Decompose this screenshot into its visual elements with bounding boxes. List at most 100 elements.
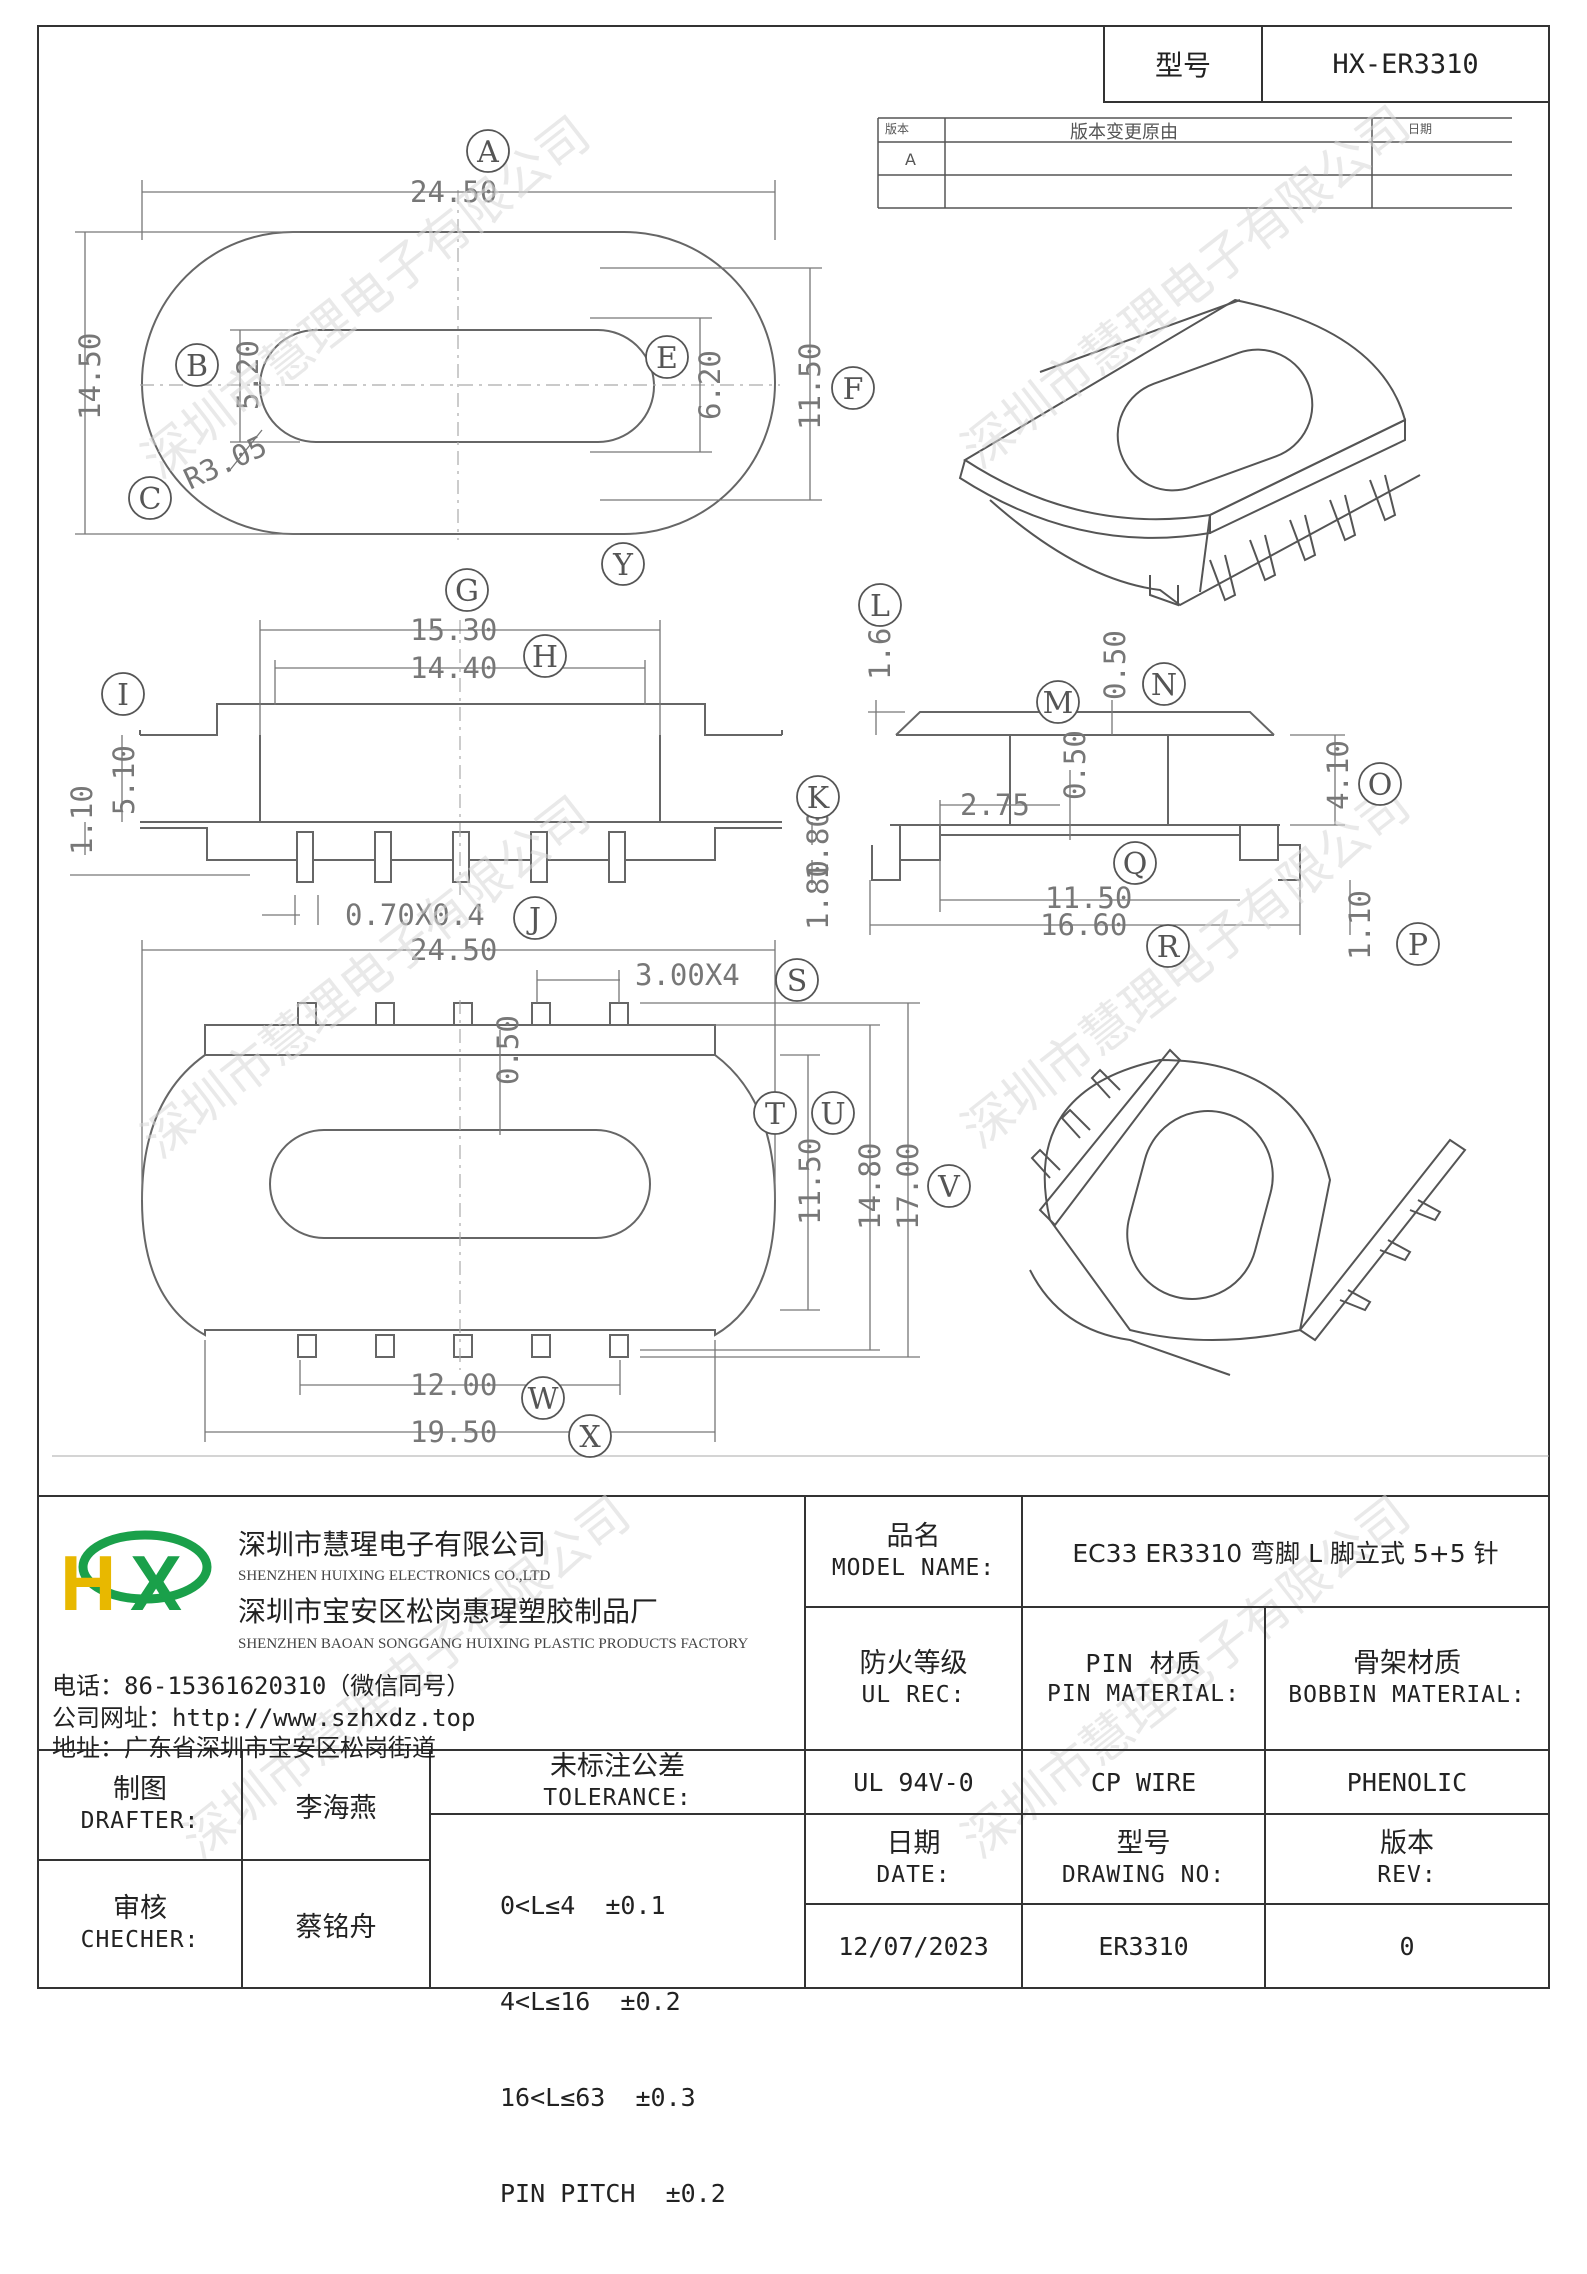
callout-v: V: [927, 1164, 971, 1208]
callout-label-x: X: [579, 1420, 601, 1455]
tolerance-line-1: 0<L≤4 ±0.1: [500, 1891, 666, 1920]
date-label-cn: 日期: [886, 1828, 941, 1859]
callout-y: Y: [601, 542, 645, 586]
pin-material-label-en: PIN MATERIAL:: [1046, 1680, 1240, 1707]
rev-label: 版本 REV:: [1265, 1814, 1549, 1904]
drawing-no-label-en: DRAWING NO:: [1061, 1862, 1226, 1888]
callout-label-a: A: [476, 135, 499, 170]
model-name-label-en: MODEL NAME:: [831, 1554, 996, 1581]
pin-material-label-cn: PIN 材质: [1085, 1648, 1202, 1678]
checker-label: 审核 CHECHER:: [38, 1860, 242, 1988]
ul-label: 防火等级 UL REC:: [805, 1607, 1022, 1750]
drawing-no-label: 型号 DRAWING NO:: [1022, 1814, 1265, 1904]
dim-p: 1.10: [1343, 890, 1377, 960]
checker-label-cn: 审核: [113, 1893, 167, 1924]
dim-a: 24.50: [410, 175, 497, 209]
company-phone: 电话：86-15361620310（微信同号）: [52, 1672, 471, 1700]
callout-label-b: B: [186, 349, 208, 384]
watermark-1: 深圳市慧理电子有限公司: [132, 105, 601, 489]
svg-text:X: X: [130, 1539, 182, 1627]
watermark-2: 深圳市慧理电子有限公司: [952, 95, 1421, 479]
callout-x: X: [568, 1414, 612, 1458]
dim-s: 3.00X4: [635, 958, 740, 992]
drawing-no-value: ER3310: [1098, 1931, 1189, 1961]
callout-a: A: [466, 129, 510, 173]
rev-col-date: 日期: [1408, 122, 1433, 136]
callout-q: Q: [1113, 841, 1157, 885]
bobbin-material-label: 骨架材质 BOBBIN MATERIAL:: [1265, 1607, 1549, 1750]
dim-i: 5.10: [107, 745, 141, 815]
checker-label-en: CHECHER:: [80, 1927, 200, 1953]
rev-row-version: A: [905, 150, 916, 169]
dim-q: 11.50: [1045, 881, 1132, 915]
pin-material-label: PIN 材质 PIN MATERIAL:: [1022, 1607, 1265, 1750]
dim-k: 1.80: [801, 810, 835, 880]
isometric-view-top: [958, 298, 1421, 607]
callout-r: R: [1146, 924, 1190, 968]
drawing-no-label-cn: 型号: [1116, 1828, 1171, 1859]
tolerance-label-cn: 未标注公差: [550, 1751, 685, 1782]
dim-f: 11.50: [793, 343, 827, 430]
technical-drawing: 24.50 14.50 5.20 6.20 11.50 R3.05: [37, 25, 1550, 1989]
dim-w: 12.00: [410, 1368, 497, 1402]
header-model-value: HX-ER3310: [1332, 48, 1479, 80]
callout-f: F: [831, 366, 875, 410]
dim-u: 14.80: [853, 1143, 887, 1230]
callout-label-t: T: [765, 1097, 785, 1132]
callout-o: O: [1358, 762, 1402, 806]
dim-bottom-width: 24.50: [410, 933, 497, 967]
callout-label-r: R: [1157, 930, 1181, 965]
callout-label-m: M: [1043, 686, 1074, 721]
callout-j: J: [513, 896, 557, 940]
header-model-label: 型号: [1154, 49, 1211, 82]
callout-m: M: [1036, 680, 1080, 724]
svg-text:H: H: [60, 1539, 116, 1627]
callout-g: G: [445, 568, 489, 612]
tolerance-label: 未标注公差 TOLERANCE:: [430, 1750, 805, 1814]
callout-label-p: P: [1408, 928, 1428, 963]
date-value: 12/07/2023: [838, 1931, 989, 1961]
company-website[interactable]: 公司网址：http://www.szhxdz.top: [52, 1704, 476, 1732]
callout-label-i: I: [117, 678, 129, 713]
company-address: 地址：广东省深圳市宝安区松岗街道: [52, 1734, 436, 1762]
callout-label-y: Y: [612, 548, 634, 583]
callout-label-l: L: [870, 589, 890, 624]
callout-l: L: [858, 583, 902, 627]
ul-label-en: UL REC:: [861, 1681, 966, 1708]
callout-label-o: O: [1368, 768, 1393, 803]
company-name-en: SHENZHEN HUIXING ELECTRONICS CO.,LTD: [238, 1568, 551, 1584]
dim-h: 14.40: [410, 651, 497, 685]
callout-label-j: J: [526, 902, 541, 937]
dim-e: 6.20: [693, 350, 727, 420]
dim-j: 0.70X0.4: [345, 898, 485, 932]
callout-e: E: [645, 335, 689, 379]
rev-label-en: REV:: [1377, 1862, 1437, 1888]
callout-label-v: V: [937, 1170, 961, 1205]
drafter-value: 李海燕: [295, 1792, 377, 1824]
dim-g: 15.30: [410, 613, 497, 647]
bobbin-material-value: PHENOLIC: [1346, 1767, 1468, 1797]
callout-label-q: Q: [1123, 847, 1148, 882]
bottom-pins: [297, 1002, 629, 1358]
dim-v: 17.00: [891, 1143, 925, 1230]
bobbin-material-label-cn: 骨架材质: [1353, 1647, 1461, 1679]
isometric-view-bottom: [1029, 1048, 1467, 1376]
dim-r: 16.60: [1040, 908, 1127, 942]
callout-label-c: C: [139, 482, 162, 517]
model-name-label-cn: 品名: [886, 1520, 941, 1552]
callout-k: K: [796, 775, 840, 819]
dim-i2: 1.10: [65, 785, 99, 855]
drafter-label: 制图 DRAFTER:: [38, 1750, 242, 1860]
rev-col-reason: 版本变更原由: [1070, 122, 1178, 143]
dim-b: 5.20: [231, 340, 265, 410]
callout-label-u: U: [820, 1097, 845, 1132]
date-label: 日期 DATE:: [805, 1814, 1022, 1904]
watermark-3: 深圳市慧理电子有限公司: [132, 785, 601, 1169]
callout-p: P: [1396, 922, 1440, 966]
callout-label-g: G: [455, 574, 479, 609]
model-name-value: EC33 ER3310 弯脚 L 脚立式 5+5 针: [1072, 1538, 1499, 1568]
callout-c: C: [128, 476, 172, 520]
tolerance-line-4: PIN PITCH ±0.2: [500, 2179, 726, 2208]
date-label-en: DATE:: [876, 1862, 951, 1888]
callout-b: B: [175, 343, 219, 387]
